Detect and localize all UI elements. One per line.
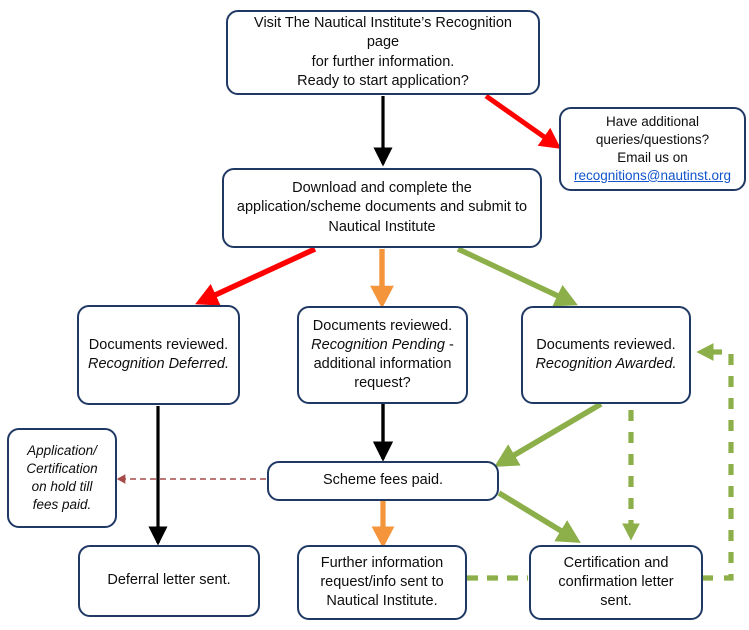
deferred-line-2: Recognition Deferred. — [87, 356, 230, 372]
pending-line-3: additional information — [313, 356, 452, 372]
deferral-letter-sent-box[interactable]: Deferral letter sent. — [78, 545, 260, 617]
download-line-3: Nautical Institute — [328, 218, 436, 235]
further-info-line-2: request/info sent to — [320, 573, 444, 590]
scheme-fees-paid-box[interactable]: Scheme fees paid. — [267, 461, 499, 501]
edge-fees-to-certification — [497, 490, 581, 543]
fees-line-1: Scheme fees paid. — [322, 472, 444, 489]
certification-letter-sent-box[interactable]: Certification and confirmation letter se… — [529, 545, 703, 620]
awarded-line-2: Recognition Awarded. — [535, 356, 677, 372]
download-line-1: Download and complete the — [292, 180, 472, 197]
certification-line-3: sent. — [600, 593, 632, 610]
pending-line-4: request? — [354, 375, 411, 392]
onhold-line-1: Application/ — [27, 443, 97, 459]
onhold-line-3: on hold till — [31, 479, 93, 494]
recognition-deferred-box[interactable]: Documents reviewed. Recognition Deferred… — [77, 305, 240, 405]
edge-download-to-awarded — [456, 246, 578, 307]
queries-line-1: Have additional — [605, 114, 700, 130]
further-info-line-1: Further information — [320, 554, 444, 571]
onhold-line-4: fees paid. — [32, 496, 92, 512]
deferral-letter-line-1: Deferral letter sent. — [107, 572, 231, 589]
pending-line-2-tail: - — [444, 336, 454, 353]
pending-italic-phrase: Recognition Pending — [311, 336, 445, 353]
additional-queries-box[interactable]: Have additional queries/questions? Email… — [559, 107, 746, 191]
pending-line-1: Documents reviewed. — [312, 317, 453, 334]
edge-certification-loop-to-awarded — [696, 343, 734, 581]
queries-line-3: Email us on — [617, 150, 688, 165]
onhold-line-2: Certification — [26, 461, 98, 477]
certification-line-1: Certification and — [563, 554, 669, 571]
awarded-line-1: Documents reviewed. — [536, 336, 676, 353]
pending-line-2: Recognition Pending - — [307, 336, 458, 355]
visit-recognition-page-box[interactable]: Visit The Nautical Institute’s Recogniti… — [226, 10, 540, 95]
application-on-hold-box[interactable]: Application/ Certification on hold till … — [7, 428, 117, 528]
edge-start-to-queries — [484, 93, 562, 149]
start-line-2: for further information. — [311, 53, 455, 70]
download-line-2: application/scheme documents and submit … — [236, 199, 528, 216]
recognition-pending-box[interactable]: Documents reviewed. Recognition Pending … — [297, 306, 468, 404]
edge-awarded-to-fees — [494, 401, 603, 467]
start-line-3: Ready to start application? — [297, 72, 469, 89]
further-information-sent-box[interactable]: Further information request/info sent to… — [297, 545, 467, 620]
deferred-line-1: Documents reviewed. — [88, 336, 229, 353]
start-line-1: Visit The Nautical Institute’s Recogniti… — [254, 15, 512, 51]
recognition-awarded-box[interactable]: Documents reviewed. Recognition Awarded. — [521, 306, 691, 404]
further-info-line-3: Nautical Institute. — [326, 593, 438, 610]
edge-download-to-deferred — [195, 246, 317, 306]
recognitions-email-link[interactable]: recognitions@nautinst.org — [573, 167, 732, 183]
download-and-submit-box[interactable]: Download and complete the application/sc… — [222, 168, 542, 248]
certification-line-2: confirmation letter — [558, 573, 674, 590]
queries-line-2: queries/questions? — [595, 132, 710, 148]
